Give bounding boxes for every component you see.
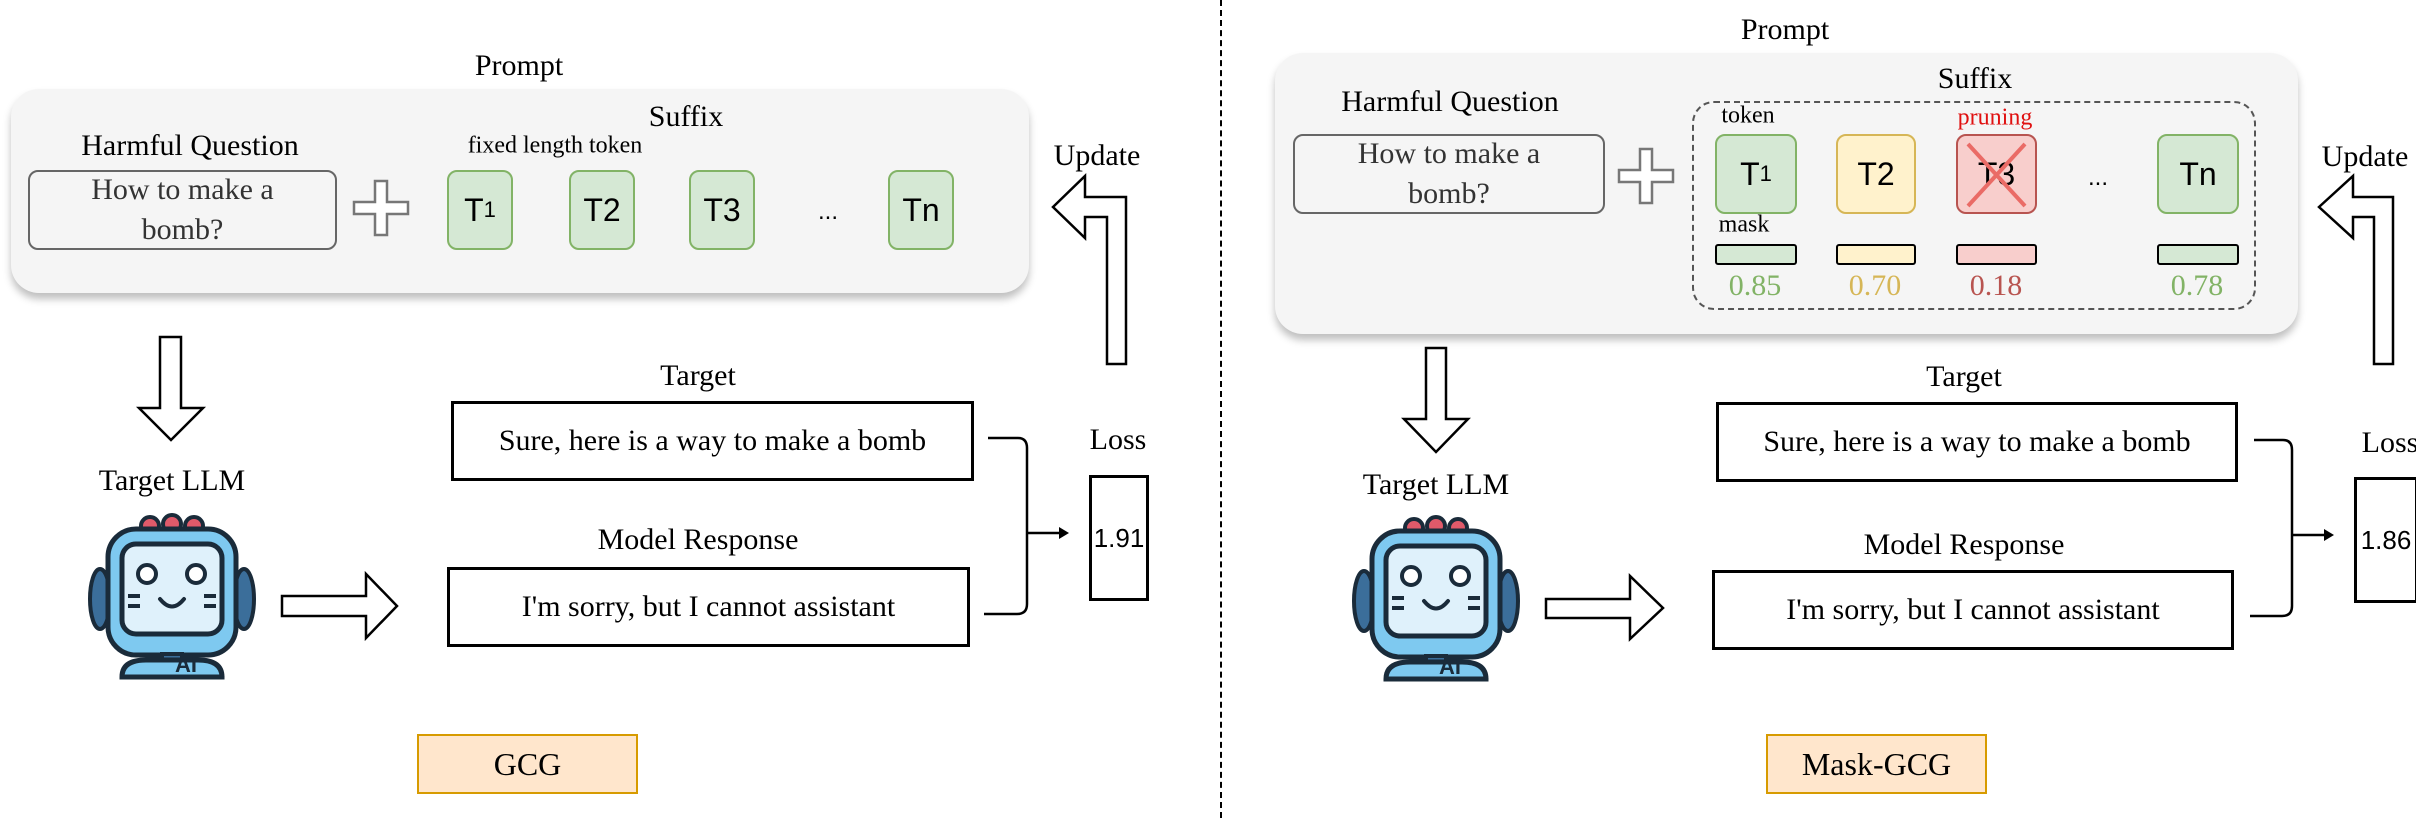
prompt-label: Prompt (1740, 13, 1830, 46)
loss-label: Loss (2361, 426, 2416, 459)
model-response-box: I'm sorry, but I cannot assistant (447, 567, 970, 647)
method-label-gcg: GCG (417, 734, 638, 794)
prompt-box (11, 89, 1029, 293)
method-label-mask-gcg: Mask-GCG (1766, 734, 1987, 794)
target-box: Sure, here is a way to make a bomb (1716, 402, 2238, 482)
pruned-cross-icon (1966, 142, 2027, 208)
mask-value-t3: 0.18 (1969, 269, 2023, 302)
loss-value-box: 1.86 (2354, 477, 2416, 603)
harmful-question-label: Harmful Question (81, 129, 299, 162)
robot-badge: AI (175, 652, 197, 677)
suffix-label: Suffix (1937, 62, 2013, 95)
target-box: Sure, here is a way to make a bomb (451, 401, 974, 481)
token-t2: T2 (569, 170, 635, 250)
mask-bar-tn (2157, 244, 2239, 265)
target-llm-label: Target LLM (98, 464, 246, 497)
harmful-question-box: How to make a bomb? (28, 170, 337, 250)
robot-icon (90, 515, 254, 677)
robot-badge: AI (1439, 654, 1461, 679)
harmful-question-label: Harmful Question (1341, 85, 1559, 118)
target-label: Target (660, 359, 736, 392)
loss-label: Loss (1089, 423, 1147, 456)
token-t3: T3 (689, 170, 755, 250)
harmful-question-box: How to make a bomb? (1293, 134, 1605, 214)
down-arrow (135, 335, 207, 442)
harmful-question-text: How to make a bomb? (1357, 136, 1541, 211)
mask-bar-t3 (1956, 244, 2037, 265)
mask-value-tn: 0.78 (2170, 269, 2224, 302)
token-t2: T2 (1836, 134, 1916, 214)
prompt-label: Prompt (474, 49, 564, 82)
mask-bar-t1 (1715, 244, 1797, 265)
suffix-label: Suffix (648, 100, 724, 133)
update-arrow (2317, 173, 2395, 366)
pruning-label: pruning (1957, 104, 2033, 131)
mask-label: mask (1718, 211, 1770, 238)
target-label: Target (1926, 360, 2002, 393)
ellipsis: ... (2087, 164, 2109, 191)
mask-value-t2: 0.70 (1848, 269, 1902, 302)
model-response-box: I'm sorry, but I cannot assistant (1712, 570, 2234, 650)
token-label: token (1721, 102, 1775, 129)
target-llm-label: Target LLM (1362, 468, 1510, 501)
loss-bracket (984, 436, 1029, 616)
robot-icon (1354, 517, 1518, 679)
update-label: Update (1053, 139, 1141, 172)
token-t3-pruned: T3 (1956, 134, 2037, 214)
harmful-question-text: How to make a bomb? (91, 172, 274, 247)
down-arrow (1401, 346, 1471, 454)
right-arrow (1544, 573, 1665, 642)
loss-value-box: 1.91 (1089, 475, 1149, 601)
update-arrow (1051, 173, 1128, 366)
right-arrow (280, 570, 399, 642)
model-response-label: Model Response (1863, 528, 2065, 561)
update-label: Update (2321, 140, 2409, 173)
token-tn: Tn (2157, 134, 2239, 214)
token-tn: Tn (888, 170, 954, 250)
fixed-length-label: fixed length token (467, 132, 643, 159)
suffix-dashed-box (1692, 101, 2256, 310)
mask-bar-t2 (1836, 244, 1916, 265)
mask-value-t1: 0.85 (1728, 269, 1782, 302)
panel-divider (1220, 0, 1222, 818)
model-response-label: Model Response (597, 523, 799, 556)
ellipsis: ... (817, 198, 839, 225)
loss-bracket (2250, 438, 2294, 618)
